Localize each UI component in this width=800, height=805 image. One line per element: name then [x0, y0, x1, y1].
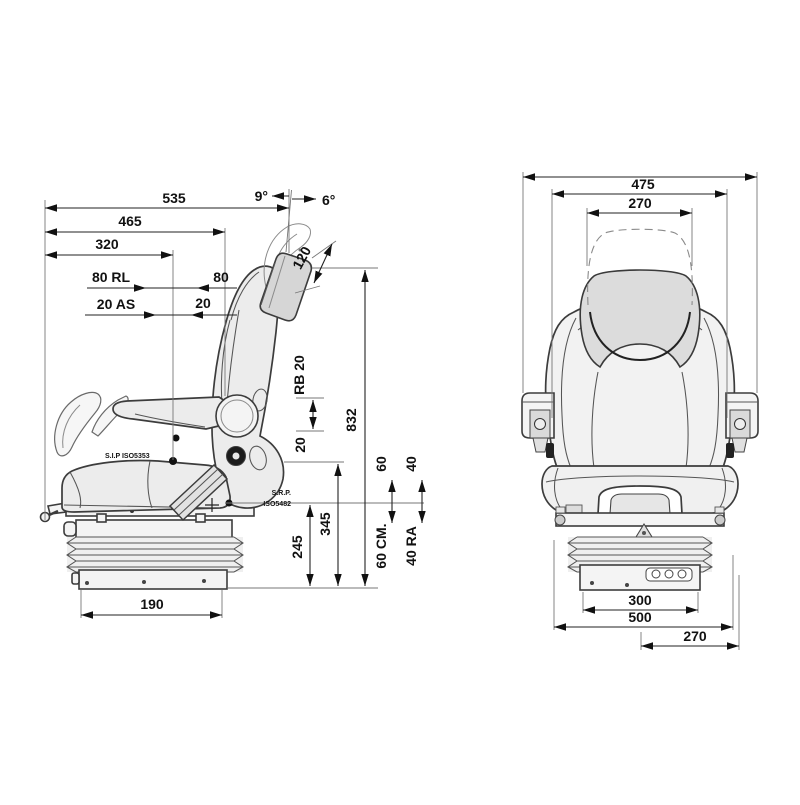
side-view-dimensions: 535 465 320 80 RL 80 20 AS 20 9° 6° 120 … — [44, 188, 426, 619]
rear-view-dimensions: 475 270 300 500 270 — [522, 172, 758, 650]
rear-view — [521, 228, 759, 591]
srp-label-1: S.R.P. — [272, 490, 291, 497]
dim-9deg: 9° — [255, 188, 268, 204]
dim-40ra: 40 RA — [403, 526, 419, 566]
tilt-pad — [168, 463, 229, 522]
dim-475: 475 — [631, 176, 655, 192]
armrest-right-rear — [725, 392, 759, 453]
armrest-side — [112, 394, 259, 466]
dim-60cm: 60 CM. — [373, 523, 389, 568]
dim-832: 832 — [343, 408, 359, 432]
dim-320: 320 — [95, 236, 119, 252]
seat-pan-rear — [541, 465, 739, 515]
side-view — [39, 223, 313, 590]
dim-300: 300 — [628, 592, 652, 608]
dim-20as: 20 AS — [97, 296, 135, 312]
srp-label-2: ISO5482 — [263, 501, 291, 508]
suspension-top-box — [63, 513, 233, 539]
base-box-rear — [579, 564, 701, 591]
dim-245: 245 — [289, 535, 305, 559]
dim-6deg: 6° — [322, 192, 335, 208]
reference-points — [169, 434, 233, 512]
sip-iso-label: S.I.P ISO5353 — [105, 453, 150, 460]
folded-armrest — [54, 391, 129, 457]
dim-345: 345 — [317, 512, 333, 536]
dim-80: 80 — [213, 269, 229, 285]
armrest-left-rear — [521, 392, 555, 453]
dim-190: 190 — [140, 596, 164, 612]
suspension-plate-rear — [554, 506, 726, 538]
dim-rb20: RB 20 — [291, 355, 307, 395]
dim-535: 535 — [162, 190, 186, 206]
dim-500: 500 — [628, 609, 652, 625]
headrest-ghost-rear — [587, 228, 693, 306]
headrest-side — [259, 252, 313, 322]
side-clip-right — [726, 443, 734, 458]
dim-rb20-value: 20 — [292, 437, 308, 453]
side-clip-left — [546, 443, 554, 458]
dim-40: 40 — [403, 456, 419, 472]
dim-465: 465 — [118, 213, 142, 229]
dim-60: 60 — [373, 456, 389, 472]
suspension-bellows — [65, 536, 245, 573]
base-plate — [71, 569, 228, 590]
dim-80rl: 80 RL — [92, 269, 131, 285]
dim-20f: 20 — [195, 295, 211, 311]
dim-270-bottom: 270 — [683, 628, 707, 644]
armrest-pivot-disc — [215, 394, 259, 438]
dim-270-top: 270 — [628, 195, 652, 211]
headrest-rear — [579, 269, 701, 369]
